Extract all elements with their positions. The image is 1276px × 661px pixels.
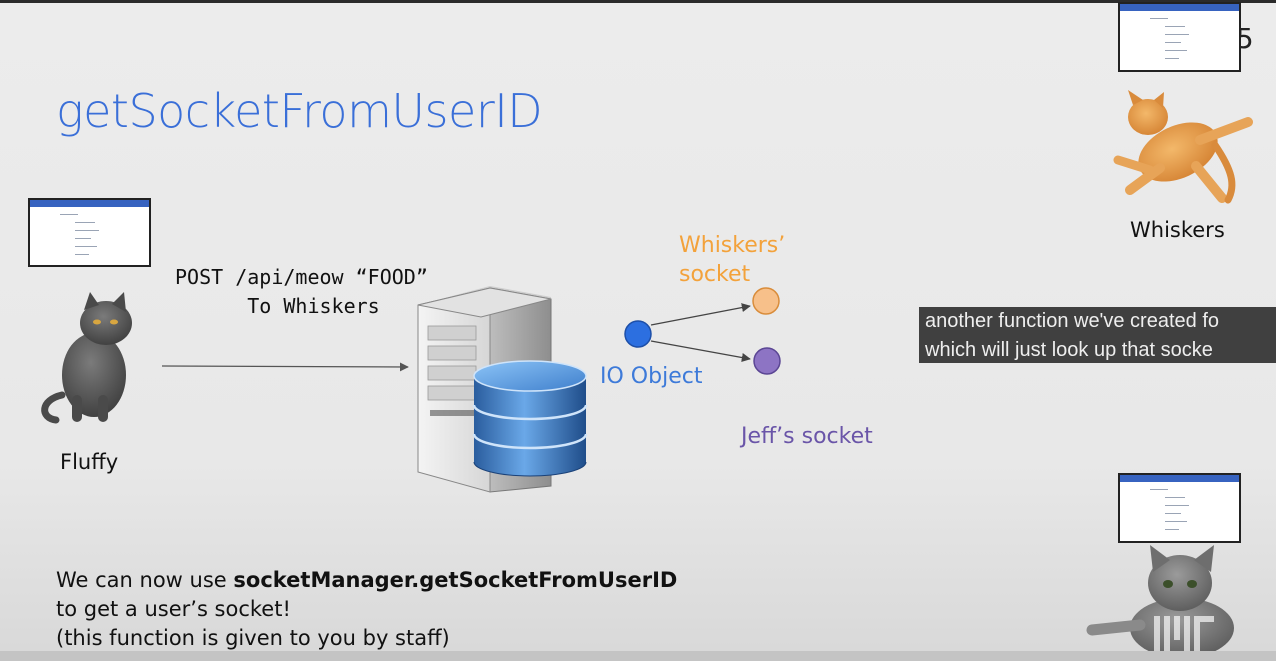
fluffy-label: Fluffy xyxy=(60,450,119,474)
io-object-node xyxy=(624,320,652,348)
whiskers-socket-label: Whiskers’ socket xyxy=(679,231,785,289)
video-caption: another function we've created fo which … xyxy=(919,307,1276,363)
top-border xyxy=(0,0,1276,3)
orange-cat-image xyxy=(1113,90,1253,204)
browser-thumbnail-top-right xyxy=(1118,2,1241,72)
function-name: socketManager.getSocketFromUserID xyxy=(233,568,678,592)
footer-line-1: We can now use socketManager.getSocketFr… xyxy=(56,566,677,595)
jeff-socket-label: Jeff’s socket xyxy=(741,424,873,449)
footer-line-2: to get a user’s socket! xyxy=(56,597,291,621)
whiskers-label: Whiskers xyxy=(1130,218,1225,242)
footer-line-3: (this function is given to you by staff) xyxy=(56,626,450,650)
gray-cat-image xyxy=(41,292,132,424)
request-line-2: To Whiskers xyxy=(247,294,380,318)
request-arrow xyxy=(161,362,409,372)
browser-thumbnail-left xyxy=(28,198,151,267)
jeff-socket-node xyxy=(753,347,781,375)
slide-title: getSocketFromUserID xyxy=(56,84,543,138)
whiskers-socket-label-line-1: Whiskers’ xyxy=(679,233,786,258)
caption-line-2: which will just look up that socke xyxy=(925,339,1213,361)
browser-thumbnail-bottom-right xyxy=(1118,473,1241,543)
io-object-label: IO Object xyxy=(600,364,703,389)
arrow-to-jeff-socket xyxy=(650,340,751,363)
server-with-database-icon xyxy=(417,286,588,493)
mit-logo xyxy=(1154,616,1214,652)
caption-line-1: another function we've created fo xyxy=(925,310,1220,332)
arrow-to-whiskers-socket xyxy=(650,303,751,326)
request-label: POST /api/meow “FOOD” To Whiskers xyxy=(175,263,428,321)
request-line-1: POST /api/meow “FOOD” xyxy=(175,265,428,289)
footer-prefix: We can now use xyxy=(56,568,234,592)
tabby-cat-image xyxy=(1086,545,1234,658)
video-progress-track[interactable] xyxy=(0,651,1276,661)
whiskers-socket-node xyxy=(752,287,780,315)
footer-text: We can now use socketManager.getSocketFr… xyxy=(56,566,677,653)
whiskers-socket-label-line-2: socket xyxy=(679,262,751,287)
